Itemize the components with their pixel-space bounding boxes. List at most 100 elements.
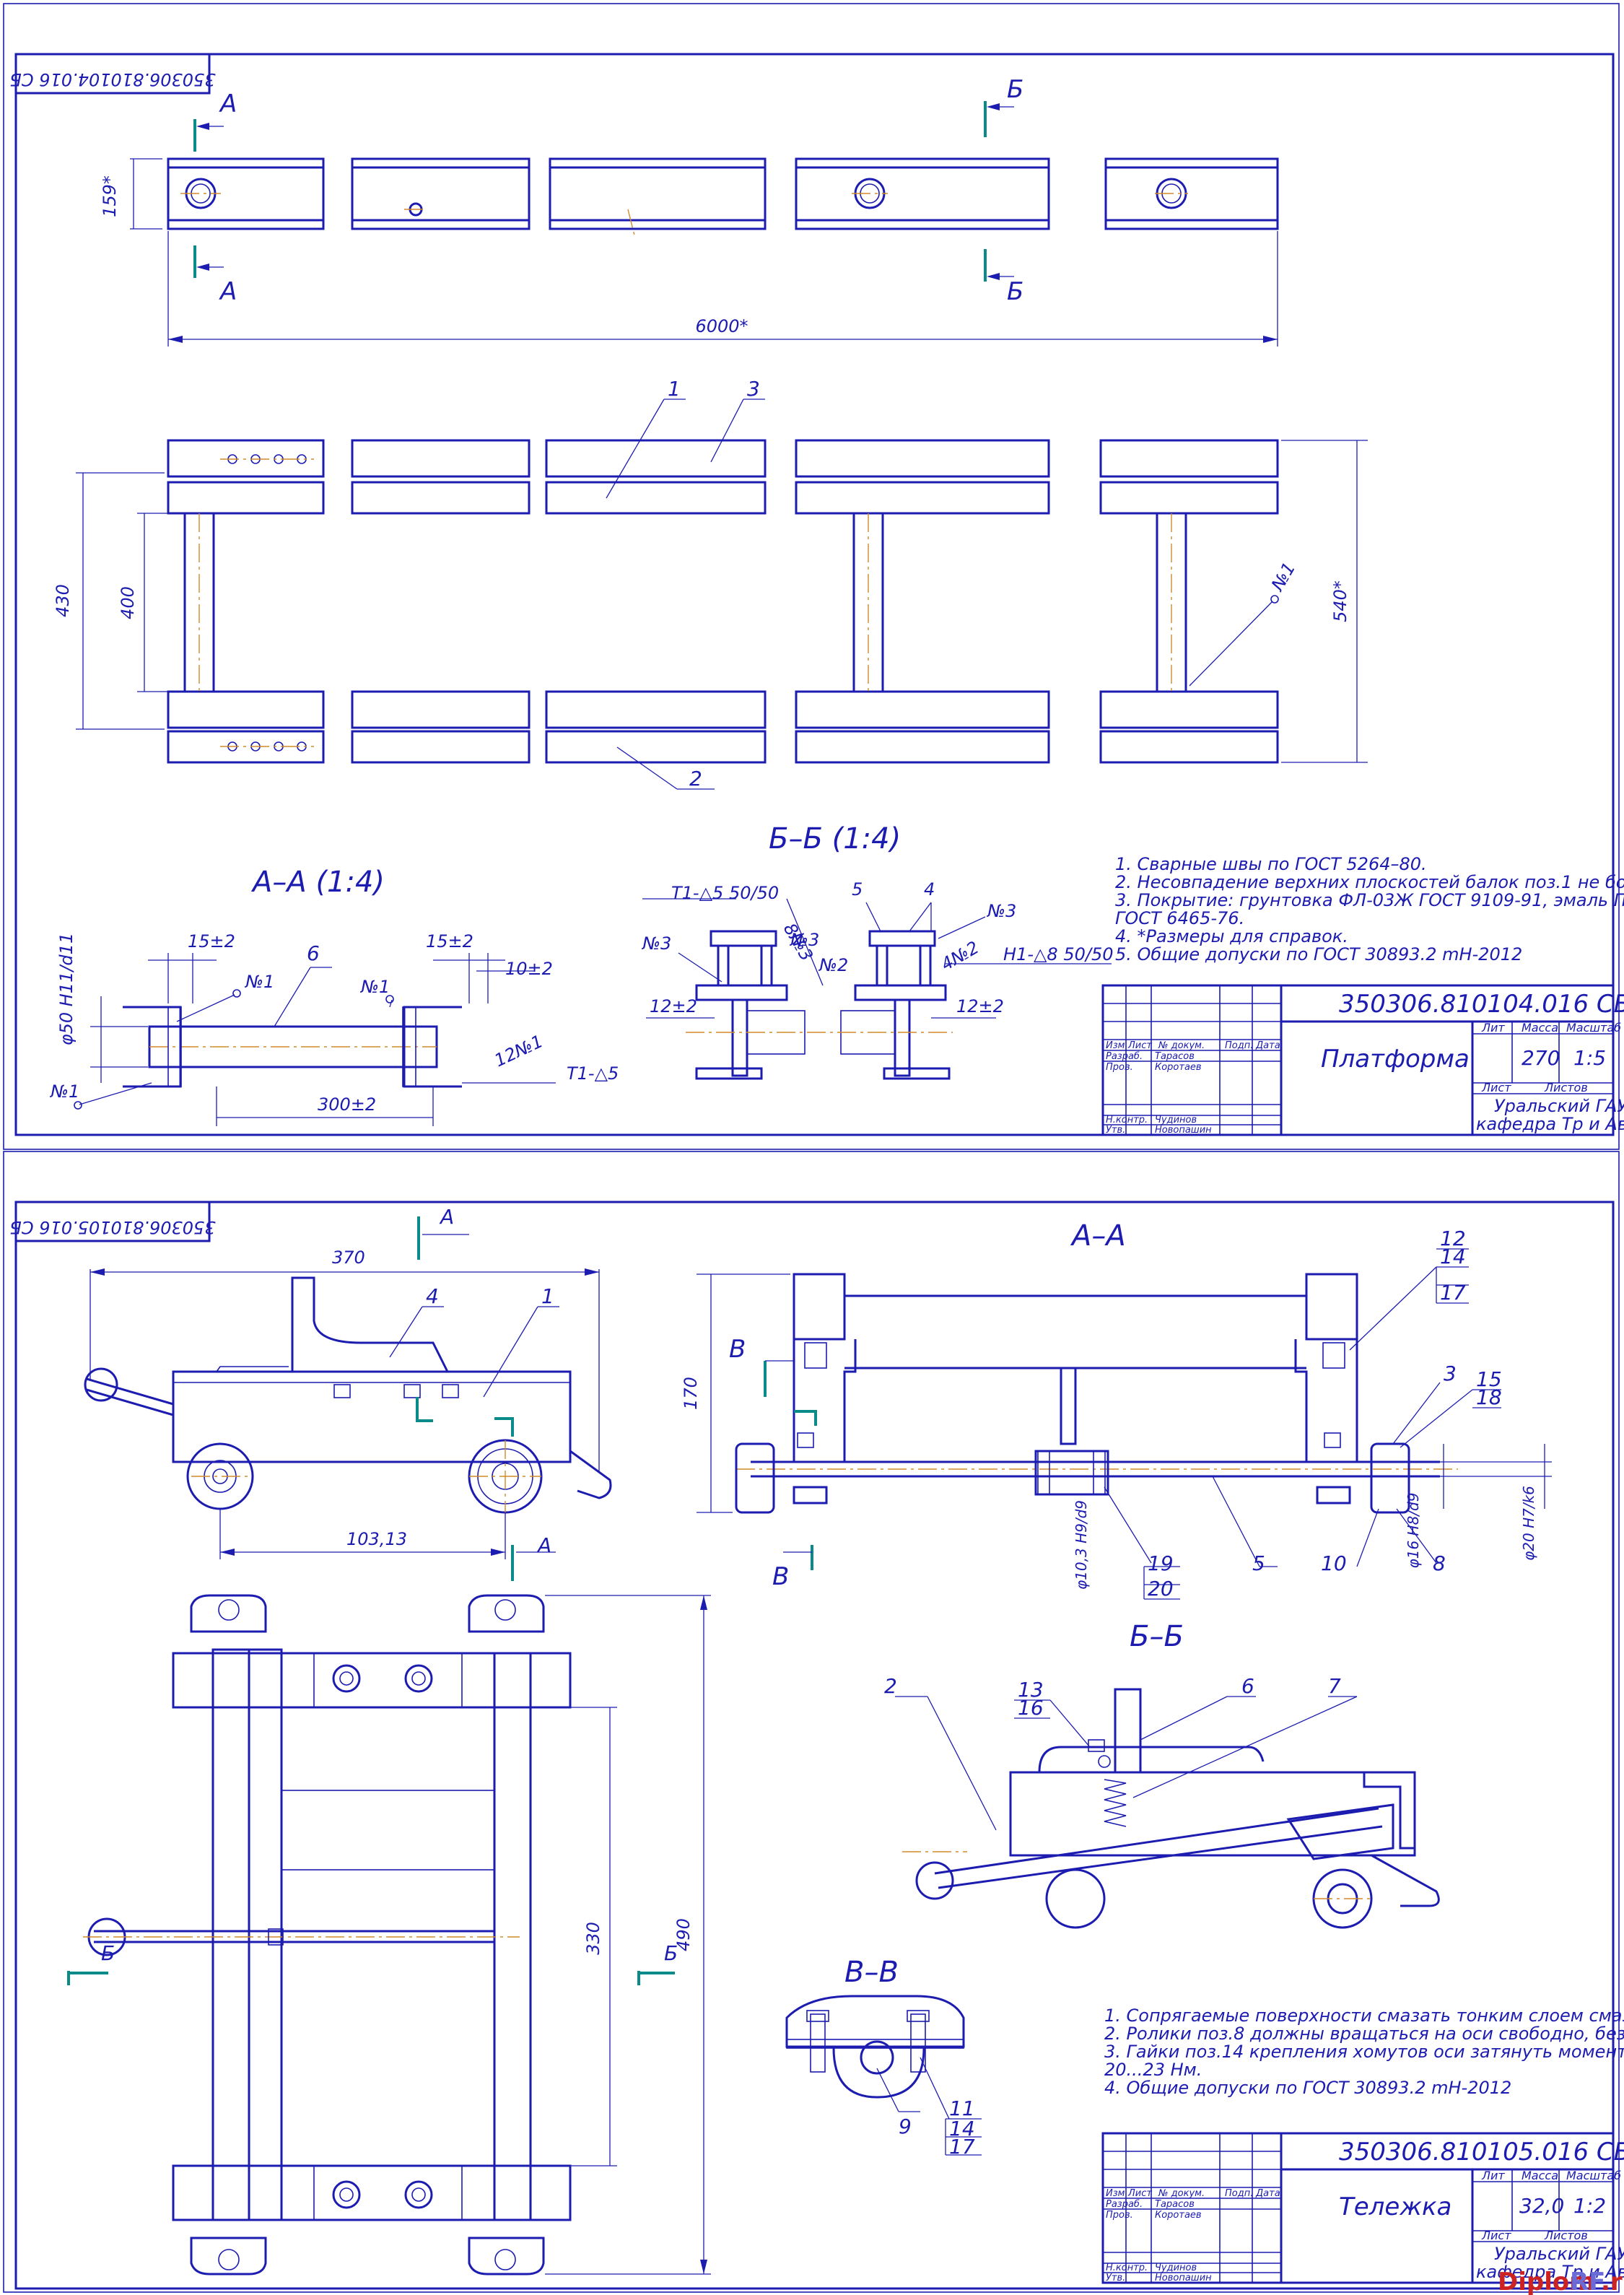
section-aa-title: А–А (1:4) <box>250 866 385 899</box>
dim-aa-height: 170 <box>681 1377 701 1410</box>
tb1-h-mass: Масса <box>1522 1021 1558 1035</box>
bb-weld-n3-c: №3 <box>986 901 1016 921</box>
cart-section-aa-title: А–А <box>1070 1219 1126 1253</box>
note1-5: 4. *Размеры для справок. <box>1115 926 1348 946</box>
aa-dim-right: 15±2 <box>426 931 473 951</box>
section-bb-platform: Б–Б (1:4) Т1-△5 50/50 8№3 5 4 №3 <box>641 822 1114 1080</box>
cut-label-b-left: Б <box>101 1941 115 1965</box>
tb1-n-nkontr: Чудинов <box>1155 1115 1197 1125</box>
tb1-r-podp: Подп. <box>1225 1040 1253 1051</box>
tb1-r-date: Дата <box>1255 1040 1280 1051</box>
lower-rails <box>167 690 1279 764</box>
bb-weld-right: Н1-△8 50/50 <box>1003 944 1114 964</box>
vv-pos-9: 9 <box>899 2115 912 2138</box>
pos-label-1: 1 <box>668 377 681 401</box>
tb1-scale: 1:5 <box>1573 1046 1606 1070</box>
cut-label-b-top: Б <box>1007 75 1023 104</box>
cut-label-a-side-top: А <box>439 1205 454 1229</box>
aa-pos-15: 15 <box>1476 1367 1502 1391</box>
tb2-n-razrab: Тарасов <box>1155 2199 1195 2210</box>
sheet-cart: 350306.810105.016 СБ 370 А <box>3 1151 1624 2295</box>
note1-6: 5. Общие допуски по ГОСТ 30893.2 mH-2012 <box>1115 944 1522 964</box>
aa-dim-length: 300±2 <box>318 1094 376 1115</box>
aa-pos-10: 10 <box>1321 1551 1347 1575</box>
tb1-org2: кафедра Тр и Авт <box>1476 1114 1624 1134</box>
tb2-r-izm: Изм <box>1106 2188 1125 2199</box>
sheet1-rotated-code-box <box>14 53 211 95</box>
sheet2-rotated-code: 350306.810105.016 СБ <box>9 1217 215 1237</box>
tb1-n-prov: Коротаев <box>1155 1062 1202 1073</box>
tb1-sheets: Листов <box>1544 1081 1588 1094</box>
note2-5: 4. Общие допуски по ГОСТ 30893.2 mH-2012 <box>1104 2078 1511 2098</box>
tb2-sheets: Листов <box>1544 2229 1588 2242</box>
tb2-h-mass: Масса <box>1522 2169 1558 2182</box>
tb1-r-doc: № докум. <box>1158 1040 1205 1051</box>
weld-mark-n1: №1 <box>1267 559 1299 596</box>
tb1-n-razrab: Тарасов <box>1155 1051 1195 1062</box>
sheet2-frame <box>14 1201 1615 2290</box>
bb-pos-6: 6 <box>1241 1674 1254 1698</box>
bb-dim-left: 12±2 <box>650 996 697 1016</box>
watermark-part3: .ru <box>1601 2268 1624 2295</box>
aa-pos-18: 18 <box>1476 1385 1502 1409</box>
tb2-org1: Уральский ГАУ <box>1494 2244 1624 2264</box>
bb-weld-4n2: 4№2 <box>938 937 982 975</box>
aa-pos-5: 5 <box>1252 1551 1265 1575</box>
dim-overall-length: 6000* <box>695 316 748 336</box>
tb2-r-podp: Подп. <box>1225 2188 1253 2199</box>
dim-cart-inner: 330 <box>583 1922 603 1955</box>
dim-outer-width: 430 <box>53 584 73 617</box>
tb2-r-date: Дата <box>1255 2188 1280 2199</box>
bolt-holes-top <box>220 454 314 752</box>
dim-cart-length: 370 <box>332 1247 365 1268</box>
watermark-part2: RF <box>1570 2268 1605 2295</box>
tb1-code: 350306.810104.016 СБ <box>1339 990 1624 1019</box>
bb-pos-5: 5 <box>852 879 863 900</box>
section-aa-platform: А–А (1:4) 15±2 15±2 10±2 300±2 φ50 H11/d… <box>49 866 619 1126</box>
aa-pos-19: 19 <box>1148 1551 1174 1575</box>
side-pos-4: 4 <box>426 1284 439 1308</box>
aa-pos-8: 8 <box>1433 1551 1446 1575</box>
tb1-h-lit: Лит <box>1481 1021 1505 1035</box>
dim-wheelbase: 103,13 <box>346 1529 407 1549</box>
pos-label-2: 2 <box>689 767 702 791</box>
tb2-scale: 1:2 <box>1573 2194 1606 2218</box>
tb1-r-izm: Изм <box>1106 1040 1125 1051</box>
plan-view: 1 3 2 №1 430 400 540* <box>53 377 1368 791</box>
tb2-r-razrab: Разраб. <box>1106 2199 1143 2210</box>
bb-pos-2: 2 <box>884 1674 897 1698</box>
note1-3: 3. Покрытие: грунтовка ФЛ-03Ж ГОСТ 9109-… <box>1115 890 1624 910</box>
aa-weld-n1-b: №1 <box>359 977 390 997</box>
note1-4: ГОСТ 6465-76. <box>1115 908 1244 928</box>
aa-weld-n1-a: №1 <box>244 972 274 992</box>
sheet-platform: 350306.810104.016 СБ <box>3 3 1624 1150</box>
top-beam-4 <box>795 157 1050 230</box>
tb2-r-list: Лист <box>1127 2188 1152 2199</box>
tb2-h-scale: Масштаб <box>1566 2169 1621 2182</box>
tb2-r-utv: Утв. <box>1106 2273 1125 2283</box>
cart-side-view: 370 А 4 1 <box>84 1205 612 1581</box>
cut-label-v-top: В <box>729 1335 746 1364</box>
aa-dim-right2: 10±2 <box>505 959 553 979</box>
bb-pos-7: 7 <box>1328 1674 1341 1698</box>
rollers-bottom <box>190 2237 545 2276</box>
note1-1: 1. Сварные швы по ГОСТ 5264–80. <box>1115 854 1427 874</box>
cart-section-vv-title: В–В <box>844 1956 899 1989</box>
top-beam-5 <box>1104 157 1279 230</box>
note2-2: 2. Ролики поз.8 должны вращаться на оси … <box>1104 2024 1624 2044</box>
bb-pos-4: 4 <box>924 879 935 900</box>
top-view: А А Б Б 159* 6000* <box>100 75 1279 347</box>
aa-pos-17: 17 <box>1440 1281 1466 1305</box>
section-bb-title: Б–Б (1:4) <box>769 822 901 855</box>
bb-pos-13: 13 <box>1018 1678 1044 1702</box>
note2-1: 1. Сопрягаемые поверхности смазать тонки… <box>1104 2006 1624 2026</box>
tb2-org2: кафедра Тр и Авт <box>1476 2262 1624 2282</box>
title-block-2: 350306.810105.016 СБ Тележка Лит Масса М… <box>1101 2132 1624 2284</box>
rollers-top <box>190 1594 545 1633</box>
vv-pos-11: 11 <box>949 2096 975 2120</box>
tb2-n-utv: Новопашин <box>1155 2273 1212 2283</box>
dim-right-width: 540* <box>1330 580 1350 622</box>
tb1-h-scale: Масштаб <box>1566 1021 1621 1035</box>
tb2-r-prov: Пров. <box>1106 2210 1133 2221</box>
